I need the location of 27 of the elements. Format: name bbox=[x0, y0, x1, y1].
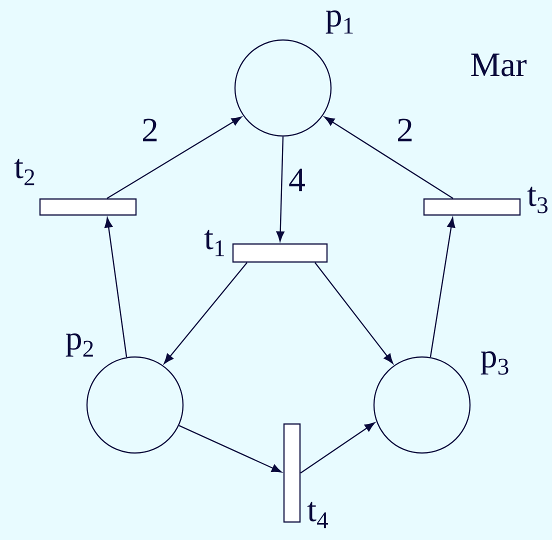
edge-label: 4 bbox=[288, 168, 306, 192]
arrow bbox=[430, 217, 456, 358]
arrow bbox=[300, 422, 375, 474]
place-circle bbox=[86, 356, 184, 454]
place-circle bbox=[373, 356, 471, 454]
transition-bar bbox=[39, 198, 137, 216]
transition-bar bbox=[283, 423, 301, 523]
arrow bbox=[178, 424, 282, 473]
edge-label: 2 bbox=[396, 118, 414, 142]
node-label: p$_{1}$ bbox=[326, 10, 353, 34]
node-label: p$_{3}$ bbox=[480, 351, 508, 375]
place-circle bbox=[234, 39, 332, 137]
node-label: t$_{3}$ bbox=[527, 186, 548, 214]
edge-label: 2 bbox=[140, 118, 160, 142]
transition-bar bbox=[423, 198, 521, 216]
arrow bbox=[276, 136, 284, 242]
node-label: t$_{1}$ bbox=[204, 230, 224, 256]
arrow bbox=[104, 217, 128, 358]
arrow bbox=[314, 262, 394, 364]
node-label: p$_{2}$ bbox=[66, 333, 93, 357]
arrow bbox=[106, 116, 242, 199]
heading-text: Mar bbox=[471, 54, 527, 76]
arrow bbox=[324, 116, 454, 199]
arrow bbox=[164, 262, 248, 364]
node-label: t$_{2}$ bbox=[14, 158, 34, 186]
transition-bar bbox=[232, 243, 328, 263]
node-label: t$_{4}$ bbox=[307, 502, 328, 528]
